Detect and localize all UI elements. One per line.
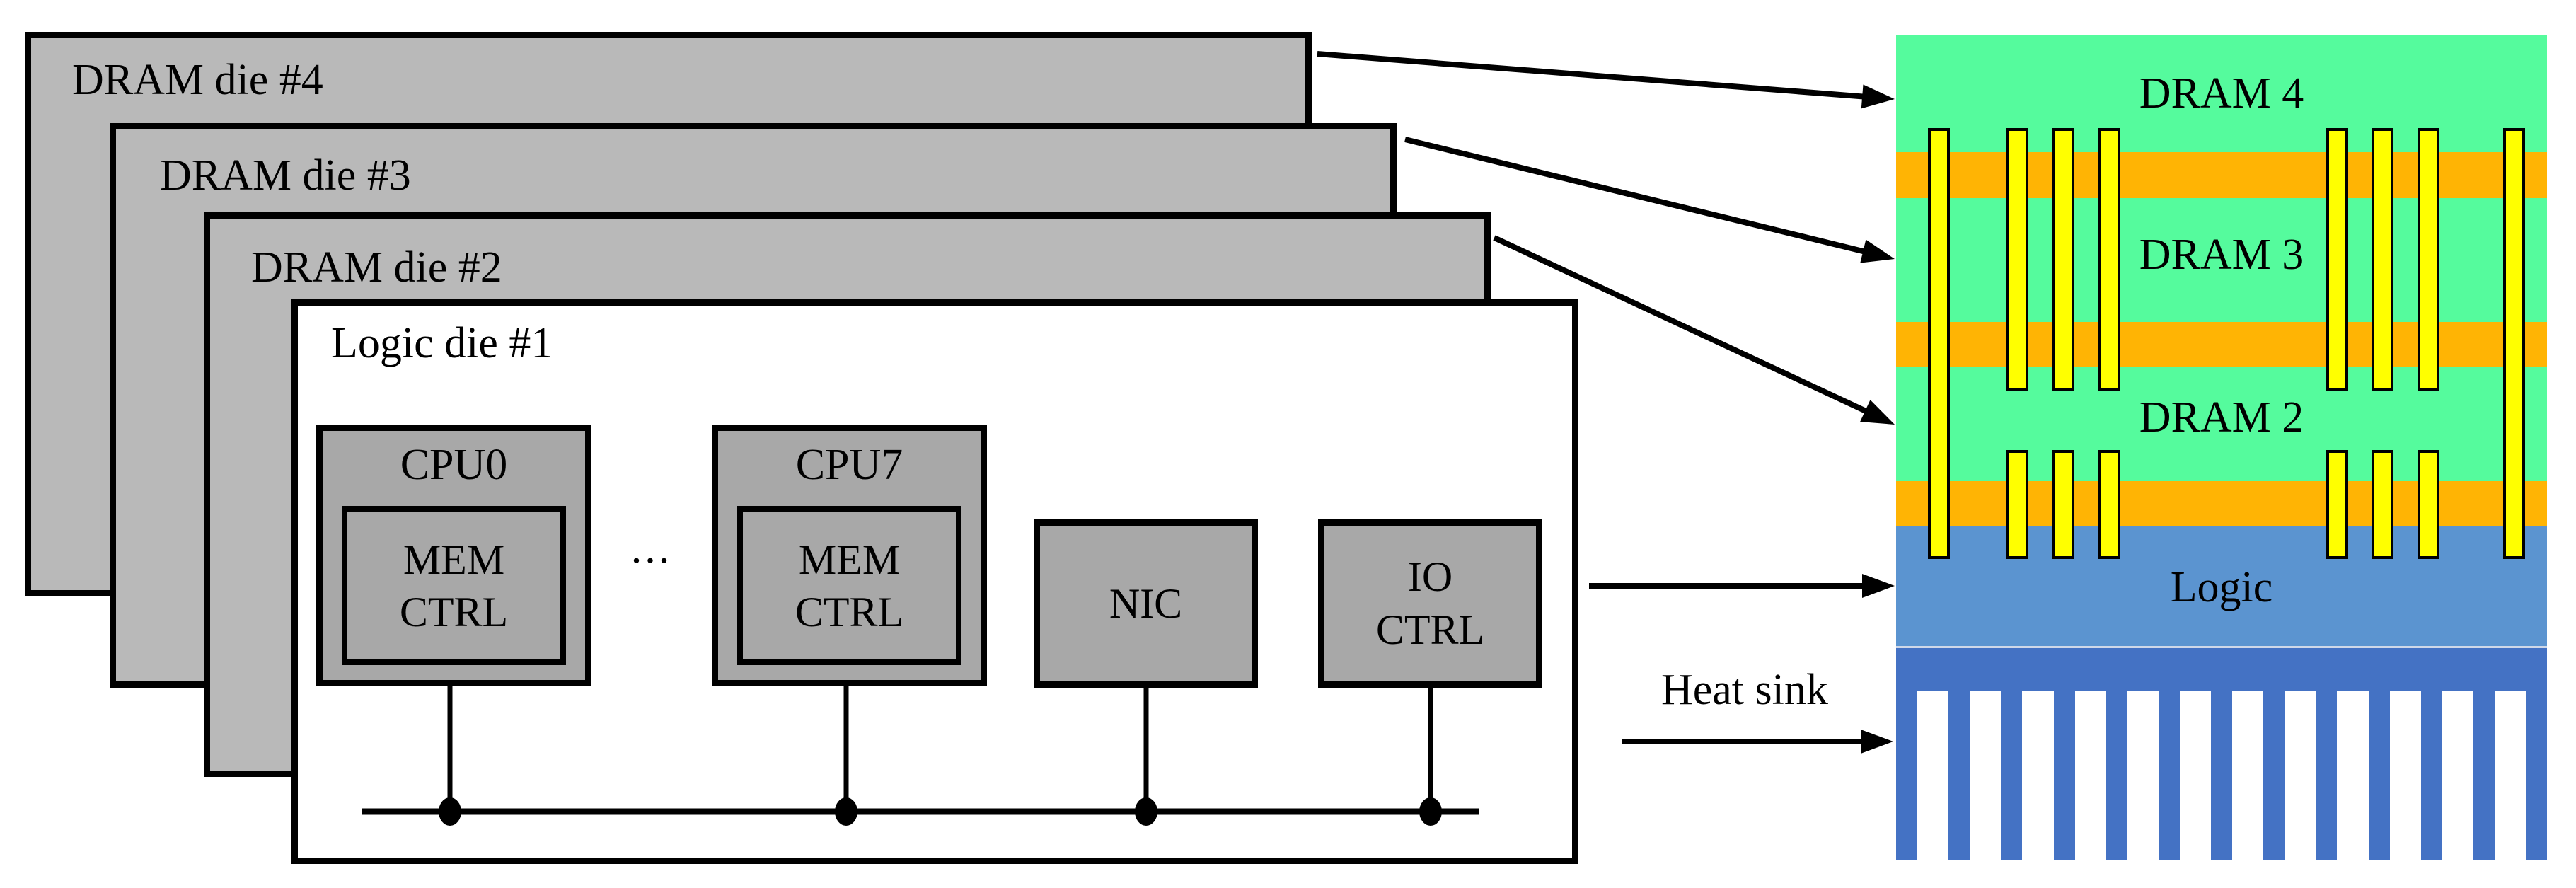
tsv-lower-4 [2326, 450, 2348, 559]
dram-die-3-label: DRAM die #3 [160, 151, 411, 200]
tsv-lower-1 [2006, 450, 2028, 559]
nic-label: NIC [1109, 579, 1183, 627]
heat-sink-label: Heat sink [1661, 666, 1828, 714]
tsv-lower-2 [2052, 450, 2074, 559]
logic-die-1: Logic die #1 CPU0 MEM CTRL ... CPU7 MEM … [291, 299, 1578, 864]
layer-dram4: DRAM 4 [1896, 35, 2547, 152]
heat-sink-fins [1896, 691, 2547, 860]
io-ctrl-line2: CTRL [1375, 606, 1485, 653]
cpu0-mem-ctrl-line2: CTRL [399, 588, 509, 635]
cpu7-label: CPU7 [795, 441, 903, 489]
layer-dram2-label: DRAM 2 [2139, 393, 2304, 442]
tsv-lower-3 [2098, 450, 2120, 559]
tsv-long-1 [1928, 128, 1950, 559]
heat-sink-fin [2211, 691, 2232, 860]
cpu0-label: CPU0 [400, 441, 508, 489]
layer-dram4-label: DRAM 4 [2139, 69, 2304, 117]
layer-bond-2 [1896, 322, 2547, 367]
heat-sink-fin [2526, 691, 2547, 860]
arrow-logic-to-layer-head [1862, 574, 1895, 598]
cpu7-mem-ctrl-line1: MEM [798, 536, 901, 583]
tsv-upper-1 [2006, 128, 2028, 391]
arrow-dram3-to-layer-head [1860, 239, 1895, 263]
heat-sink-fin [2316, 691, 2337, 860]
cpu7-mem-ctrl-box: MEM CTRL [737, 506, 961, 665]
heat-sink-fin [2001, 691, 2022, 860]
layer-bond-3 [1896, 481, 2547, 526]
tsv-upper-4 [2326, 128, 2348, 391]
tsv-long-2 [2503, 128, 2525, 559]
heat-sink-fin [2369, 691, 2390, 860]
io-ctrl-box: IO CTRL [1318, 519, 1542, 688]
tsv-lower-5 [2372, 450, 2393, 559]
cross-section-stack: DRAM 4 DRAM 3 DRAM 2 Logic [1896, 35, 2547, 860]
layer-dram3: DRAM 3 [1896, 198, 2547, 322]
heat-sink-fin [1948, 691, 1970, 860]
arrow-dram4-to-layer-head [1861, 84, 1895, 109]
io-ctrl-line1: IO [1407, 553, 1453, 600]
heat-sink-fin [2054, 691, 2075, 860]
nic-box: NIC [1034, 519, 1258, 688]
heat-sink-fin [2106, 691, 2127, 860]
layer-logic-label: Logic [2170, 563, 2273, 611]
heat-sink-fin [2159, 691, 2180, 860]
heat-sink-fin [2421, 691, 2442, 860]
tsv-lower-6 [2418, 450, 2439, 559]
tsv-upper-5 [2372, 128, 2393, 391]
tsv-upper-6 [2418, 128, 2439, 391]
heat-sink-fin [1896, 691, 1917, 860]
layer-dram2: DRAM 2 [1896, 367, 2547, 481]
cpu7-box: CPU7 MEM CTRL [712, 425, 987, 686]
layer-dram3-label: DRAM 3 [2139, 231, 2304, 279]
arrow-dram4-to-layer-line [1317, 51, 1876, 100]
cpu7-mem-ctrl-line2: CTRL [795, 588, 904, 635]
heat-sink-fin [2263, 691, 2285, 860]
heat-sink-fin [2473, 691, 2495, 860]
layer-bond-1 [1896, 152, 2547, 198]
heat-sink-base [1896, 646, 2547, 691]
arrow-dram2-to-layer-head [1860, 400, 1895, 425]
logic-die-1-label: Logic die #1 [331, 319, 553, 367]
tsv-upper-3 [2098, 128, 2120, 391]
cpu0-box: CPU0 MEM CTRL [316, 425, 591, 686]
layer-logic: Logic [1896, 526, 2547, 646]
dram-die-2-label: DRAM die #2 [251, 243, 502, 292]
cpu0-mem-ctrl-box: MEM CTRL [342, 506, 566, 665]
cpu0-mem-ctrl-line1: MEM [403, 536, 505, 583]
cpu-ellipsis: ... [630, 524, 673, 572]
arrow-heat-sink-head [1861, 730, 1893, 754]
tsv-upper-2 [2052, 128, 2074, 391]
dram-die-4-label: DRAM die #4 [72, 56, 323, 104]
